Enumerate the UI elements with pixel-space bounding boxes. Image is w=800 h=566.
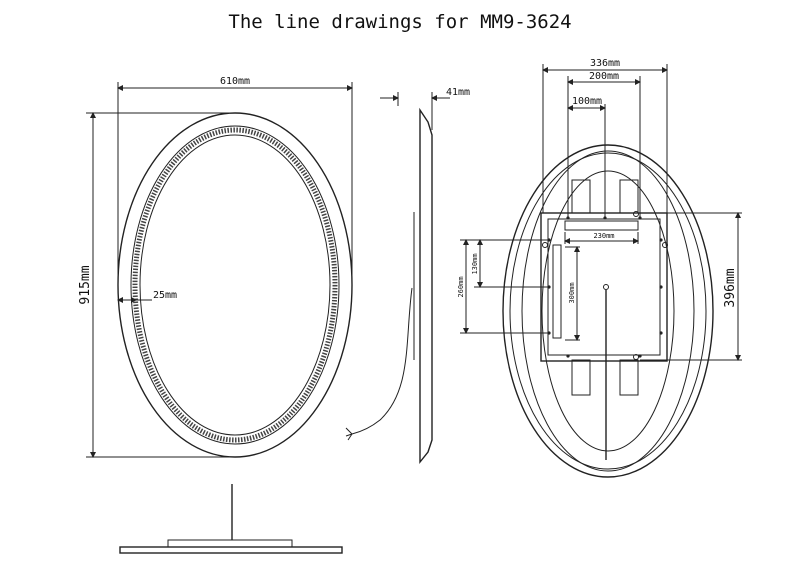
width-label: 610mm — [220, 76, 250, 87]
rail-vertical-label: 300mm — [568, 282, 576, 303]
border-label: 25mm — [153, 290, 177, 301]
cable-outlet — [603, 284, 609, 290]
mirror-outline — [117, 112, 353, 458]
depth-label: 41mm — [446, 87, 470, 98]
back-outline — [502, 144, 714, 478]
side-profile — [419, 107, 433, 464]
power-cable — [351, 287, 413, 435]
left-spacing-outer-label: 260mm — [457, 276, 465, 297]
rail-length-label: 230mm — [593, 232, 614, 240]
bottom-backplate — [167, 539, 293, 548]
left-spacing-inner-label: 130mm — [471, 253, 479, 274]
crystal-band-inner — [139, 134, 331, 436]
drawing-title: The line drawings for MM9-3624 — [228, 11, 571, 33]
top-rail — [564, 220, 639, 231]
bottom-edge — [119, 546, 343, 554]
hole-spacing-label: 200mm — [589, 71, 619, 82]
side-view: 41mm — [345, 87, 470, 464]
back-view: 336mm 200mm 100mm 230mm 396mm 260mm 130m… — [457, 58, 742, 478]
bottom-view — [119, 484, 343, 554]
half-spacing-label: 100mm — [572, 96, 602, 107]
bracket-top-left — [571, 179, 591, 214]
crystal-band-outer — [130, 125, 340, 445]
overall-width-label: 336mm — [590, 58, 620, 69]
crystal-band — [132, 127, 338, 443]
bracket-bottom-right — [619, 359, 639, 396]
front-view: 610mm 915mm 25mm — [78, 76, 353, 458]
side-rail — [552, 244, 562, 339]
cable-wires-icon — [345, 427, 353, 441]
height-label: 915mm — [78, 265, 93, 304]
bracket-top-right — [619, 179, 639, 214]
bracket-height-label: 396mm — [723, 268, 738, 307]
bracket-bottom-left — [571, 359, 591, 396]
